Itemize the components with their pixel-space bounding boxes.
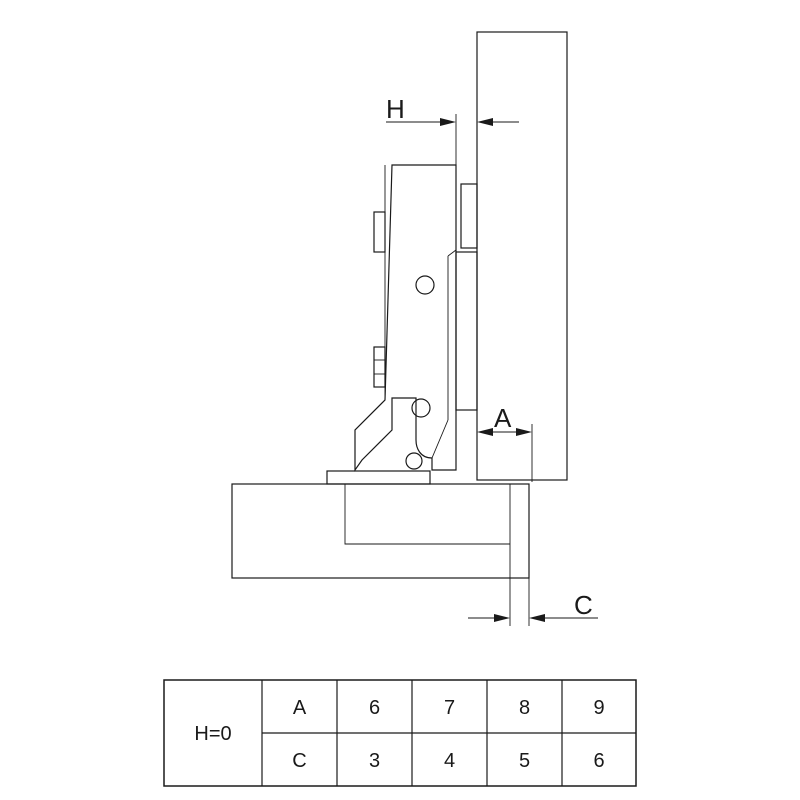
- table-cell: 6: [593, 750, 604, 772]
- hinge-arm: [354, 164, 457, 472]
- mounting-plate: [326, 470, 431, 485]
- table-cell: 7: [444, 697, 455, 719]
- table-row-label: A: [293, 697, 307, 719]
- hinge-cup: [455, 183, 478, 411]
- table-cell: 4: [444, 750, 455, 772]
- table-cell: 5: [519, 750, 530, 772]
- dimension-h: H: [386, 94, 519, 165]
- door-panel: [476, 31, 568, 481]
- table-row-header: H=0: [194, 723, 231, 745]
- table-row-label: C: [292, 750, 306, 772]
- table-cell: 9: [593, 697, 604, 719]
- dimension-a: A: [477, 403, 533, 482]
- spec-table: H=0 A 6 7 8 9 C 3 4 5 6: [163, 679, 637, 787]
- cup-recess: [344, 484, 510, 545]
- cabinet-side-panel: [231, 483, 530, 579]
- dimension-c: C: [468, 578, 598, 626]
- dimension-label-a: A: [494, 403, 512, 433]
- dimension-label-c: C: [574, 590, 593, 620]
- dimension-label-h: H: [386, 94, 405, 124]
- table-cell: 6: [369, 697, 380, 719]
- table-cell: 3: [369, 750, 380, 772]
- table-cell: 8: [519, 697, 530, 719]
